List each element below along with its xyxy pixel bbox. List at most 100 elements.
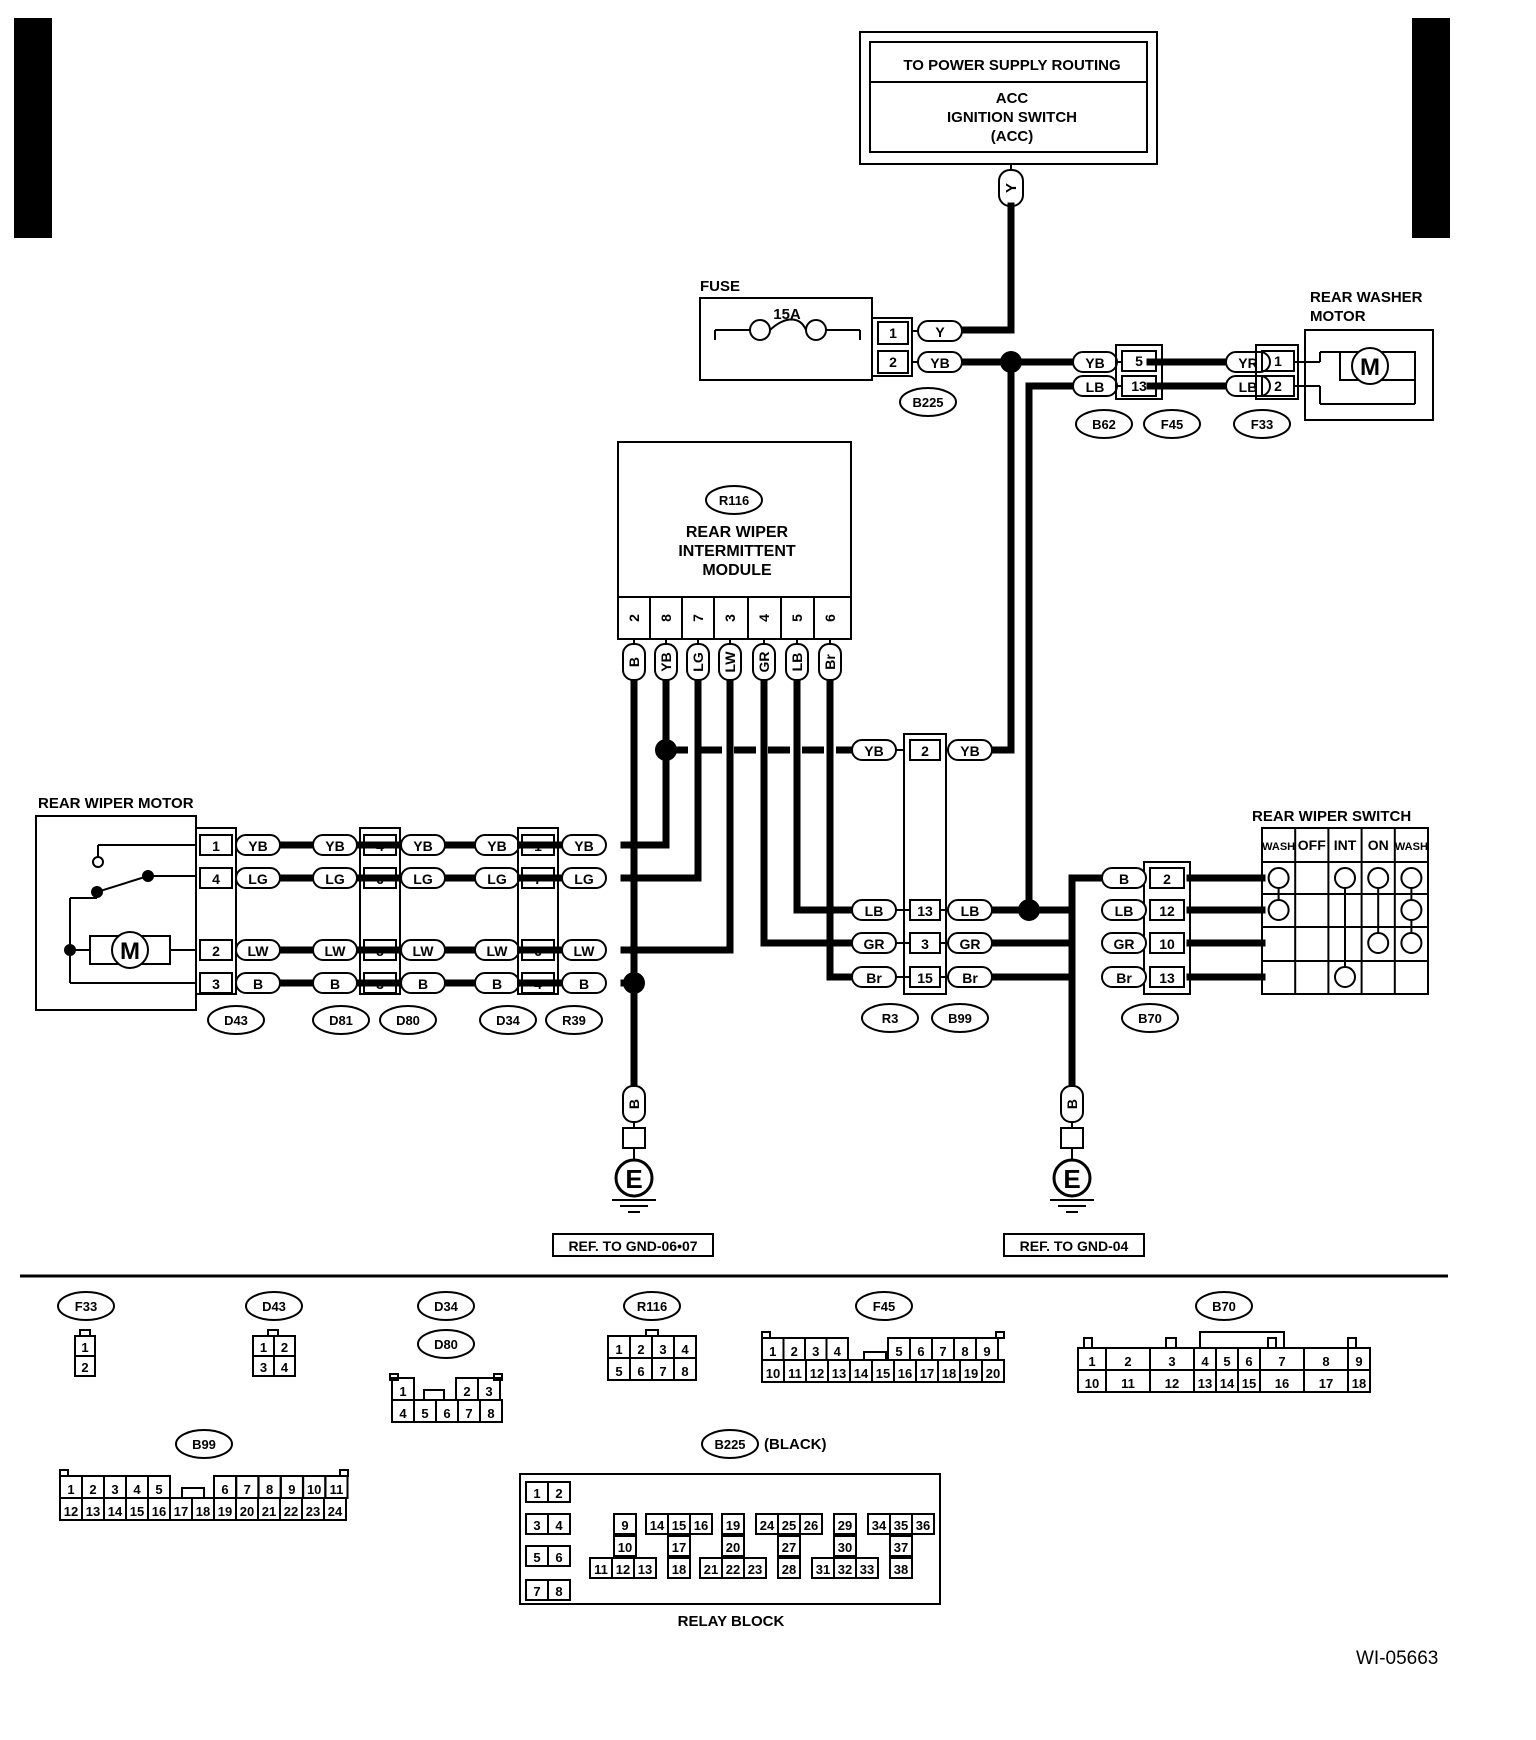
- motor-connector-oval-0: [207, 1005, 265, 1035]
- b99-wire-1: GR: [960, 936, 981, 952]
- d81-wire-1-tag: [312, 867, 358, 889]
- f45-label: F45: [1161, 417, 1183, 432]
- face-f33-pin-2: 2: [81, 1360, 88, 1375]
- face-r116-pin-7: 7: [659, 1364, 666, 1379]
- face-b225-pin-27: 27: [782, 1540, 796, 1555]
- r39-wire-0: YB: [574, 838, 593, 854]
- motor-connector-0: D43: [224, 1013, 248, 1028]
- face-b225-pin-37: 37: [894, 1540, 908, 1555]
- face-r116-pin-1: 1: [615, 1342, 622, 1357]
- face-b70-pin-11: 11: [1121, 1376, 1135, 1391]
- d80-wire-2: LW: [413, 943, 435, 959]
- b70-label: B70: [1138, 1011, 1162, 1026]
- fuse-label: FUSE: [700, 278, 740, 295]
- face-b225-pin-15: 15: [672, 1518, 686, 1533]
- power-line1: ACC: [996, 90, 1029, 107]
- d34-wire-0: YB: [487, 838, 506, 854]
- face-b225-pin-34: 34: [872, 1518, 887, 1533]
- splice-module-yb: [655, 739, 677, 761]
- switch-contact: [1334, 867, 1356, 889]
- face-f45-pin-9: 9: [983, 1344, 990, 1359]
- face-b99-pin-10: 10: [307, 1482, 321, 1497]
- d81-wire-2-tag: [312, 939, 358, 961]
- d43-pin-4: 4: [212, 871, 220, 887]
- washer-motor-box: [1304, 329, 1434, 421]
- face-b225-pin-19: 19: [726, 1518, 740, 1533]
- b99-pin-13: 13: [917, 903, 933, 919]
- face-b225-name: B225: [714, 1437, 745, 1452]
- ground-symbol-right: [1052, 1158, 1092, 1198]
- ground-wire-left: B: [626, 1099, 642, 1109]
- module-wire-0: B: [626, 657, 642, 667]
- face-b225-pin-2: 2: [555, 1486, 562, 1501]
- washer-pin-1: 1: [1274, 353, 1282, 369]
- washer-label-1: REAR WASHER: [1310, 289, 1423, 306]
- face-f45-pin-5: 5: [895, 1344, 902, 1359]
- r3-wire-2: Br: [866, 970, 882, 986]
- fuse-pin-2: 2: [889, 354, 897, 370]
- d43-wire-0: YB: [248, 838, 267, 854]
- d81-wire-2: LW: [325, 943, 347, 959]
- d81-wire-3-tag: [312, 972, 358, 994]
- washer-wire-1: YR: [1238, 355, 1257, 371]
- face-d43-pin-2: 2: [281, 1340, 288, 1355]
- face-b225-pin-33: 33: [860, 1562, 874, 1577]
- r39-wire-2: LW: [574, 943, 596, 959]
- b99-pin-15: 15: [917, 970, 933, 986]
- ground-ref-right: REF. TO GND-04: [1020, 1238, 1129, 1254]
- switch-contact: [1400, 867, 1423, 889]
- face-b225-pin-14: 14: [650, 1518, 665, 1533]
- face-b99-pin-14: 14: [108, 1504, 123, 1519]
- r39-wire-1: LG: [574, 871, 594, 887]
- face-b70-pin-1: 1: [1088, 1354, 1095, 1369]
- side-tab-right-text: R/W-01: [1417, 79, 1450, 180]
- face-f45-pin-13: 13: [832, 1366, 846, 1381]
- motor-connector-oval-3: [479, 1005, 537, 1035]
- face-d34-oval: [417, 1291, 475, 1321]
- ground-e-left: E: [625, 1164, 642, 1194]
- face-b99-pin-20: 20: [240, 1504, 254, 1519]
- face-b99-pin-16: 16: [152, 1504, 166, 1519]
- power-supply-title: TO POWER SUPPLY ROUTING: [903, 57, 1120, 74]
- face-f45-pin-11: 11: [788, 1366, 802, 1381]
- face-b225-pin-18: 18: [672, 1562, 686, 1577]
- module-connector-oval: [705, 485, 763, 515]
- fuse-connector-oval: [899, 387, 957, 417]
- ground-ref-box-left: [552, 1233, 714, 1257]
- face-b70-pin-2: 2: [1124, 1354, 1131, 1369]
- wswitch-col-3: ON: [1368, 837, 1389, 853]
- junction-block: [903, 733, 947, 995]
- b70-wire-3: Br: [1116, 970, 1132, 986]
- face-b225-pin-6: 6: [555, 1550, 562, 1565]
- b99-wire-0: LB: [961, 903, 980, 919]
- face-b70-pin-18: 18: [1352, 1376, 1366, 1391]
- b70-wire-0: B: [1119, 871, 1129, 887]
- face-b99-oval: [175, 1429, 233, 1459]
- b62-wire-2: LB: [1086, 379, 1105, 395]
- d43-wire-1: LG: [248, 871, 268, 887]
- r39-pin-1: 1: [534, 838, 542, 854]
- fuse-connector-label: B225: [912, 395, 943, 410]
- face-b99-pin-23: 23: [306, 1504, 320, 1519]
- d34-wire-2: LW: [487, 943, 509, 959]
- module-line3: MODULE: [702, 562, 772, 579]
- b62-label: B62: [1092, 417, 1116, 432]
- d80-pin-4: 4: [376, 838, 384, 854]
- face-f33-name: F33: [75, 1299, 97, 1314]
- r39-pin-7: 7: [534, 871, 542, 887]
- d43-pin-1: 1: [212, 838, 220, 854]
- face-b225-pin-35: 35: [894, 1518, 908, 1533]
- junction-yb-right: YB: [960, 743, 979, 759]
- face-b99-pin-9: 9: [288, 1482, 295, 1497]
- module-line1: REAR WIPER: [686, 524, 789, 541]
- face-b225-color: (BLACK): [764, 1436, 826, 1453]
- motor-label: REAR WIPER MOTOR: [38, 795, 194, 812]
- face-b225-pin-5: 5: [533, 1550, 540, 1565]
- r39-pin-6: 6: [534, 943, 542, 959]
- d34-wire-3: B: [492, 976, 502, 992]
- face-f45-pin-15: 15: [876, 1366, 890, 1381]
- face-b70-pin-7: 7: [1278, 1354, 1285, 1369]
- ground-wire-right: B: [1064, 1099, 1080, 1109]
- splice-lb: [1018, 899, 1040, 921]
- face-b70-pin-14: 14: [1220, 1376, 1235, 1391]
